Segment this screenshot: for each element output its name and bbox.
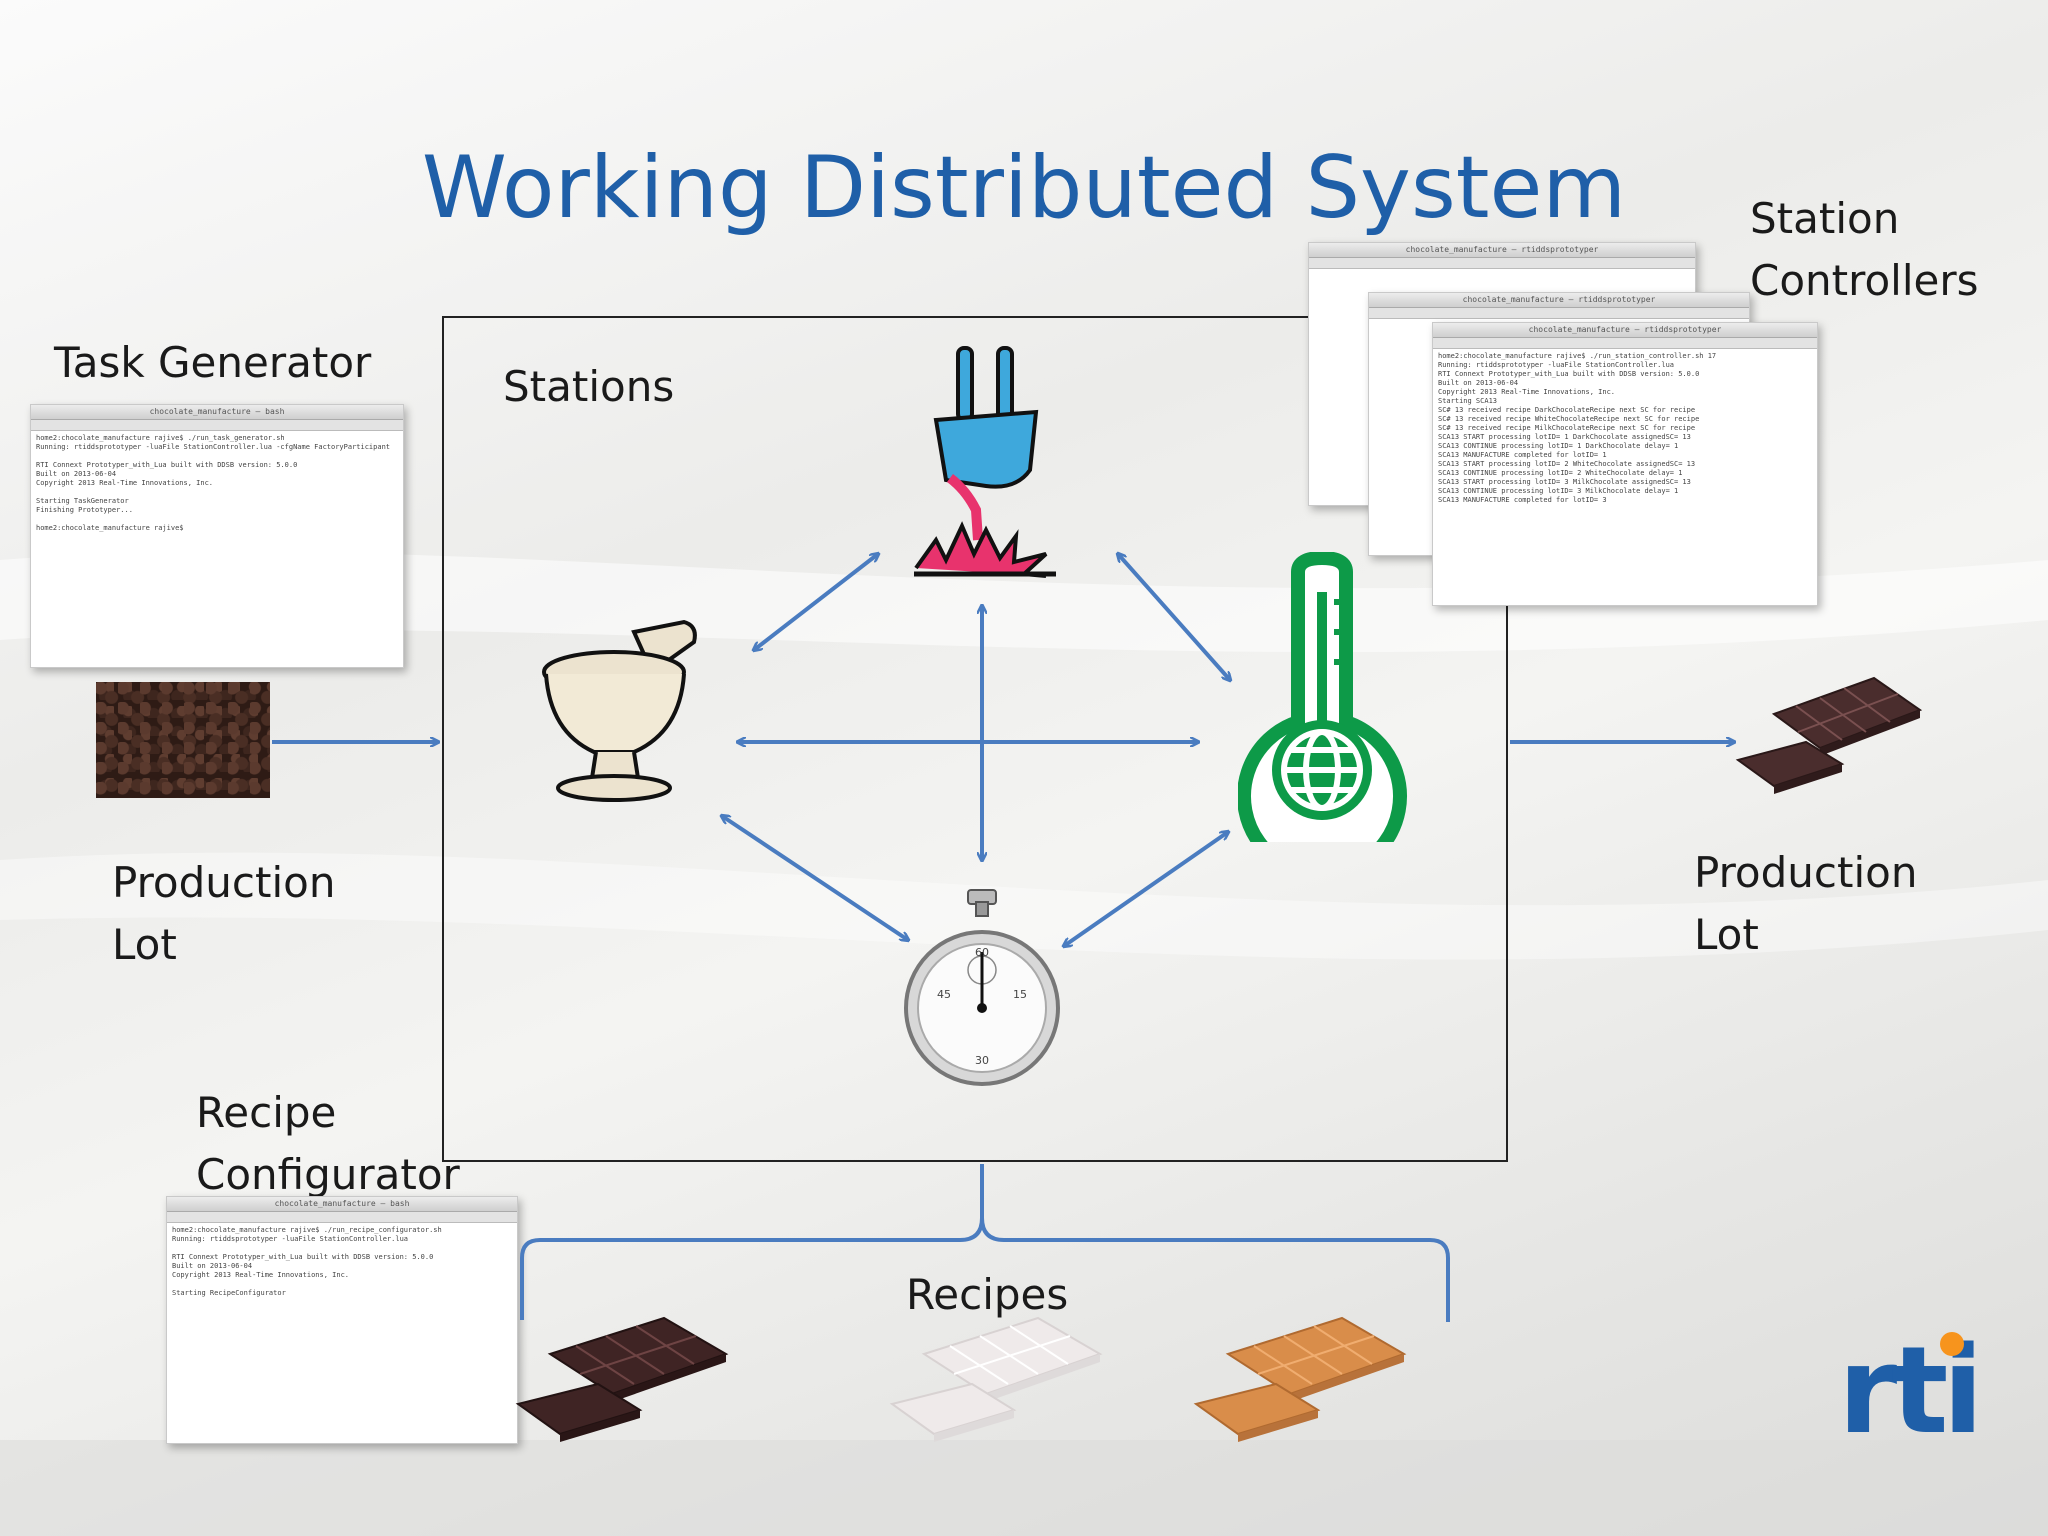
milk-chocolate-recipe-icon <box>1193 1316 1407 1442</box>
terminal-tabs <box>31 420 403 431</box>
terminal-title: chocolate_manufacture — rtiddsprototyper <box>1369 293 1749 308</box>
station-controller-terminal-front: chocolate_manufacture — rtiddsprototyper… <box>1432 322 1818 606</box>
terminal-tabs <box>1433 338 1817 349</box>
cocoa-nibs-image <box>96 682 270 798</box>
recipe-configurator-label: Recipe Configurator <box>196 1088 460 1199</box>
recipe-configurator-terminal: chocolate_manufacture — bash home2:choco… <box>166 1196 518 1444</box>
task-generator-terminal: chocolate_manufacture — bash home2:choco… <box>30 404 404 668</box>
stations-box <box>442 316 1508 1162</box>
terminal-output: home2:chocolate_manufacture rajive$ ./ru… <box>1438 352 1717 504</box>
white-chocolate-recipe-icon <box>889 1316 1103 1442</box>
svg-text:15: 15 <box>1013 988 1027 1001</box>
recipes-brace <box>520 1164 1450 1322</box>
rti-logo-dot <box>1940 1332 1964 1356</box>
arrow-mortar-stopwatch <box>722 816 908 940</box>
svg-text:30: 30 <box>975 1054 989 1067</box>
production-lot-out-label: Production Lot <box>1694 848 1918 959</box>
arrow-mortar-ladle <box>754 554 878 650</box>
dark-chocolate-recipe-icon <box>515 1316 729 1442</box>
stopwatch-icon: 60 15 30 45 <box>904 889 1060 1086</box>
terminal-tabs <box>1309 258 1695 269</box>
svg-text:60: 60 <box>975 946 989 959</box>
terminal-output: home2:chocolate_manufacture rajive$ ./ru… <box>172 1226 442 1297</box>
stations-label: Stations <box>503 362 675 411</box>
terminal-tabs <box>1369 308 1749 319</box>
arrow-ladle-thermometer <box>1118 554 1230 680</box>
page-title: Working Distributed System <box>421 138 1627 238</box>
mortar-pestle-icon <box>542 619 697 802</box>
terminal-title: chocolate_manufacture — rtiddsprototyper <box>1433 323 1817 338</box>
pouring-ladle-icon <box>914 346 1056 578</box>
arrow-thermometer-stopwatch <box>1064 832 1228 946</box>
terminal-tabs <box>167 1212 517 1223</box>
terminal-output: home2:chocolate_manufacture rajive$ ./ru… <box>36 434 391 532</box>
footer-band <box>0 1440 2048 1536</box>
terminal-title: chocolate_manufacture — bash <box>167 1197 517 1212</box>
chocolate-bar-icon <box>1735 676 1923 794</box>
task-generator-label: Task Generator <box>54 338 372 387</box>
terminal-title: chocolate_manufacture — bash <box>31 405 403 420</box>
svg-text:45: 45 <box>937 988 951 1001</box>
recipes-label: Recipes <box>906 1270 1069 1319</box>
terminal-title: chocolate_manufacture — rtiddsprototyper <box>1309 243 1695 258</box>
station-controllers-label: Station Controllers <box>1750 194 1979 305</box>
thermometer-globe-icon <box>1238 552 1407 842</box>
production-lot-in-label: Production Lot <box>112 858 336 969</box>
